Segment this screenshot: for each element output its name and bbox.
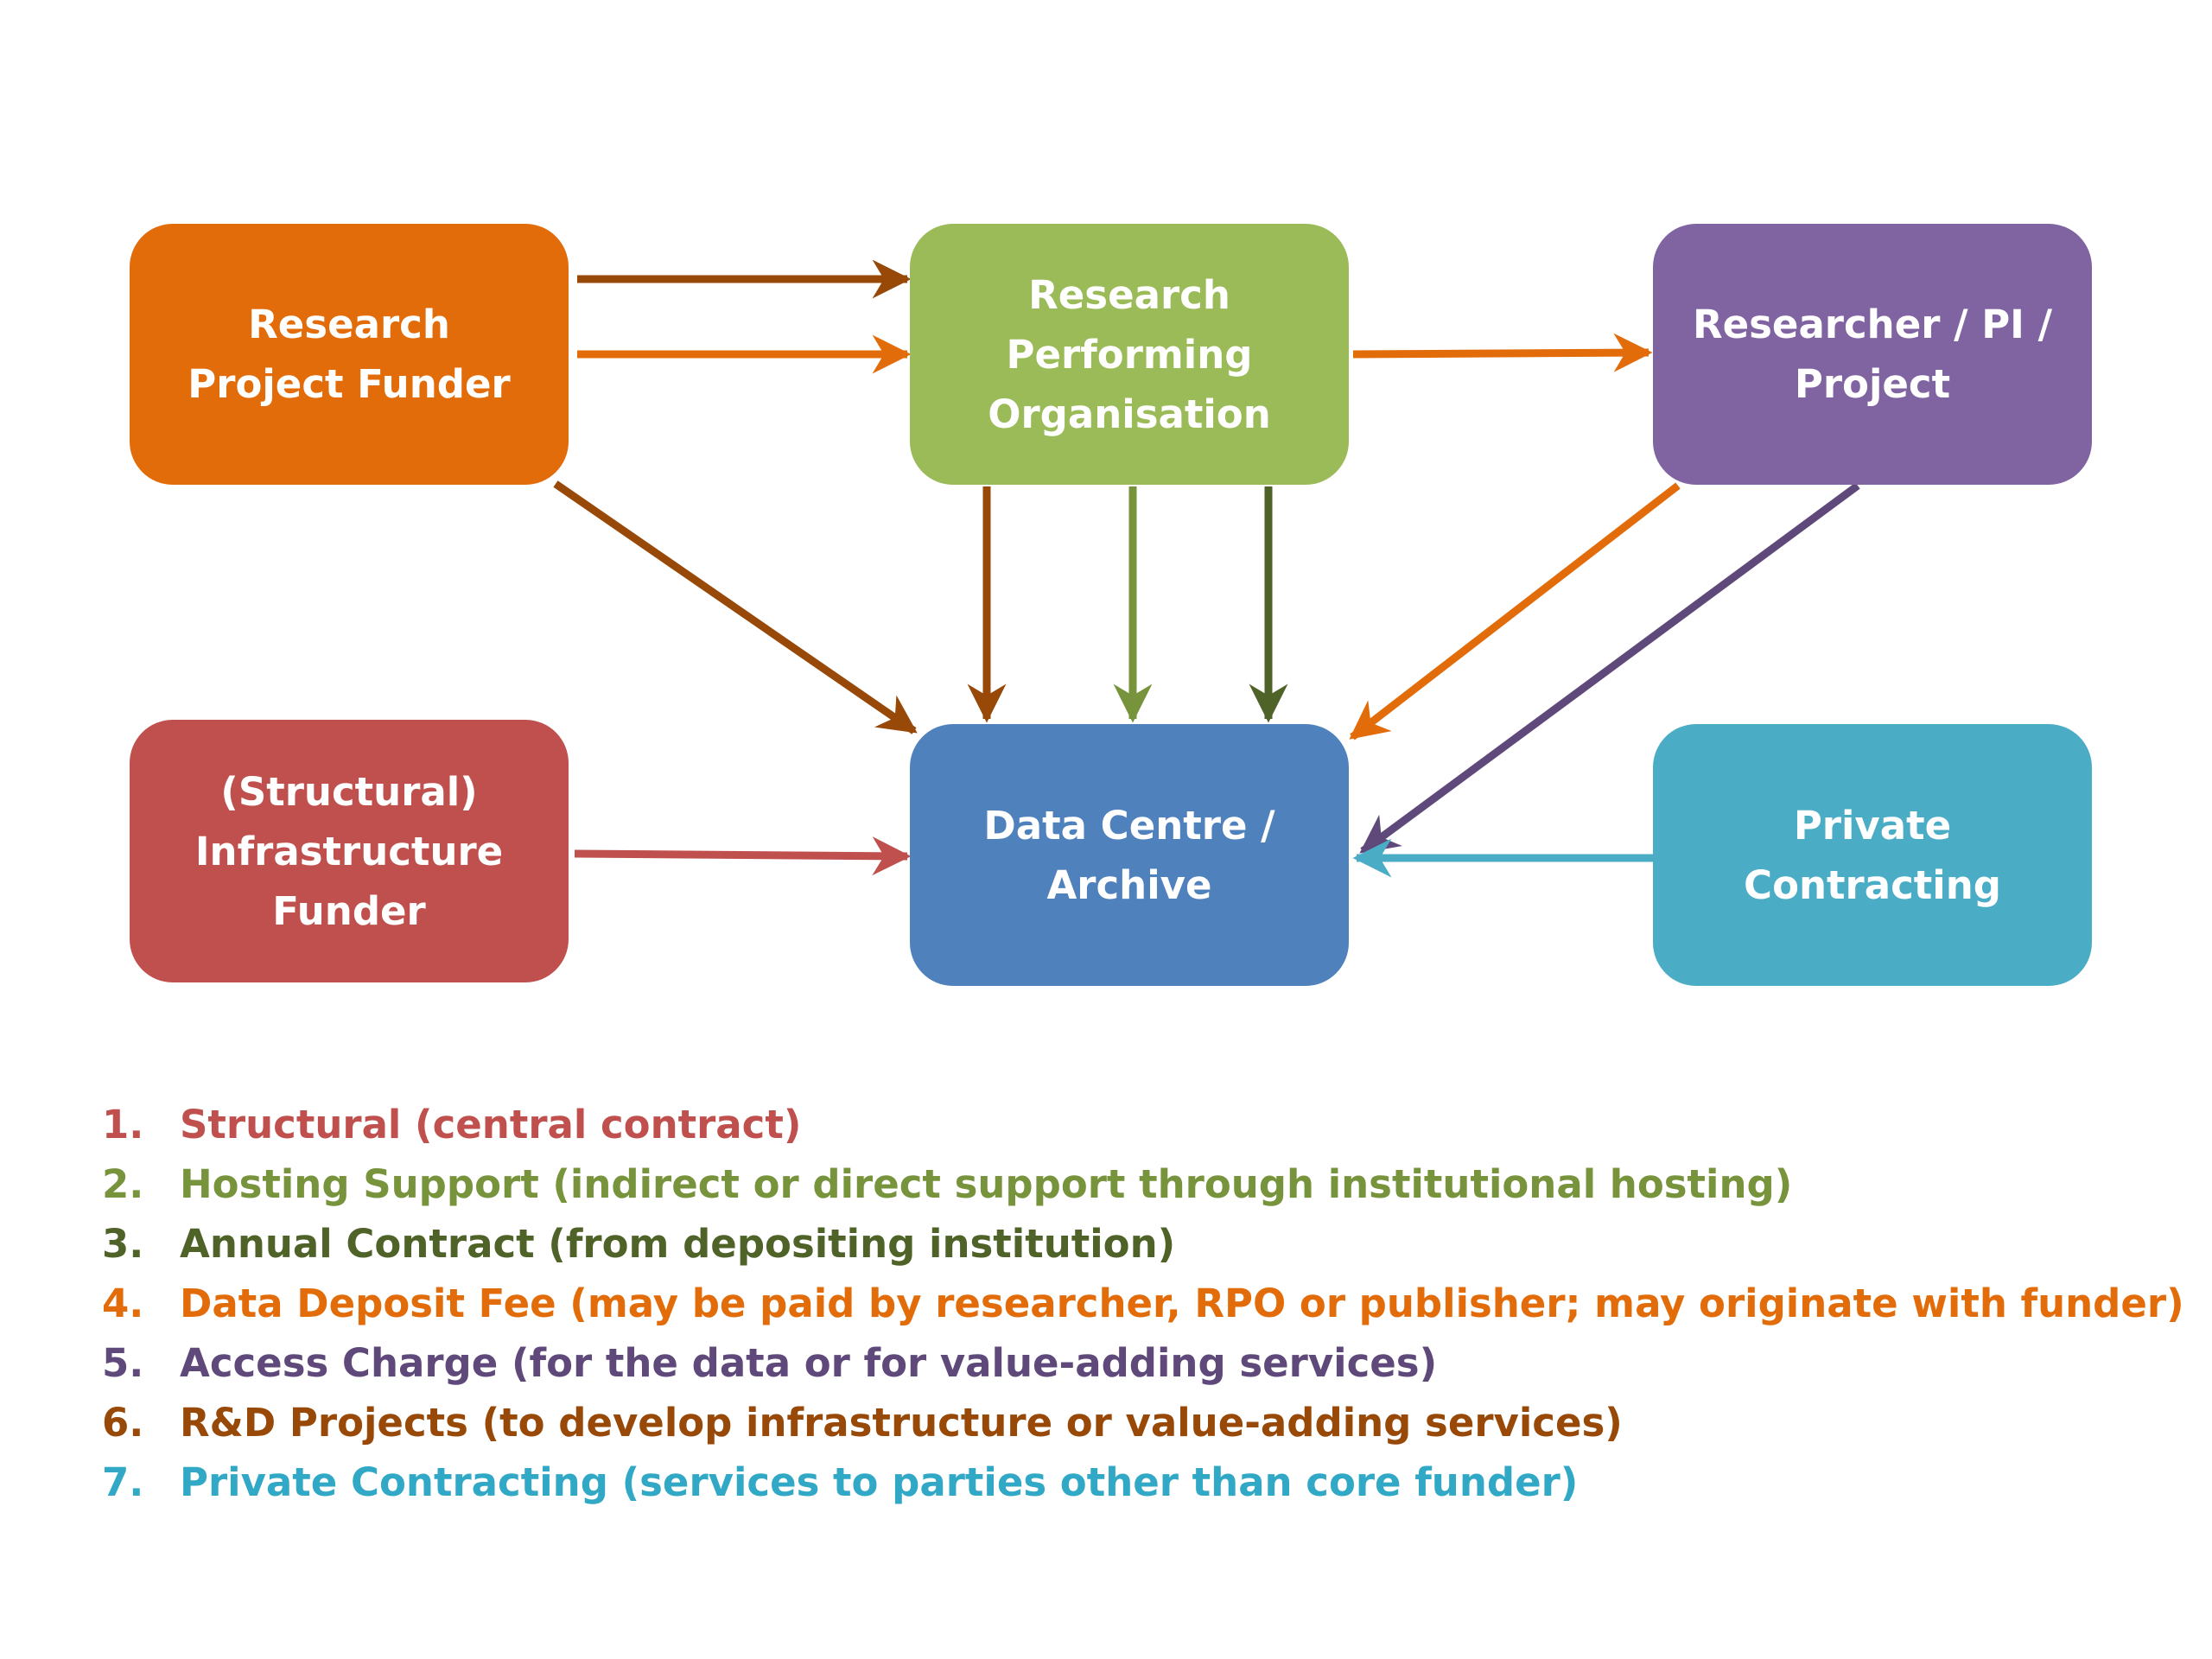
legend-text: Structural (central contract) [180,1102,802,1147]
legend-text: Private Contracting (services to parties… [180,1459,1579,1505]
legend-item: 2. Hosting Support (indirect or direct s… [102,1154,2158,1214]
legend-text: Hosting Support (indirect or direct supp… [180,1161,1793,1207]
legend-item: 7. Private Contracting (services to part… [102,1452,2158,1512]
legend-list: 1. Structural (central contract) 2. Host… [102,1095,2184,1512]
legend-number: 7. [102,1459,144,1505]
node-private-contracting: Private Contracting [1653,724,2092,986]
arrow-sif-to-dc-structural [574,836,912,876]
legend-number: 2. [102,1161,144,1207]
legend-number: 4. [102,1281,144,1326]
arrow-pi-to-dc-deposit [1349,482,1681,741]
legend-item: 1. Structural (central contract) [102,1095,2158,1154]
node-researcher-pi-project: Researcher / PI / Project [1653,224,2092,485]
legend-text: Annual Contract (from depositing institu… [180,1221,1176,1267]
legend-item: 3. Annual Contract (from depositing inst… [102,1214,2158,1274]
node-data-centre-archive: Data Centre / Archive [910,724,1349,986]
node-research-project-funder: Research Project Funder [130,224,569,485]
node-label: (Structural) Infrastructure Funder [194,768,504,934]
node-structural-infrastructure-funder: (Structural) Infrastructure Funder [130,720,569,982]
node-label: Research Performing Organisation [988,271,1271,437]
legend-item: 5. Access Charge (for the data or for va… [102,1333,2158,1393]
legend-text: R&D Projects (to develop infrastructure … [180,1400,1623,1446]
legend-number: 3. [102,1221,144,1267]
node-research-performing-organisation: Research Performing Organisation [910,224,1349,485]
legend-number: 1. [102,1102,144,1147]
legend-number: 6. [102,1400,144,1446]
node-label: Researcher / PI / Project [1692,302,2053,407]
node-label: Research Project Funder [188,302,511,407]
legend-item: 4. Data Deposit Fee (may be paid by rese… [102,1274,2184,1333]
node-label: Private Contracting [1744,802,2001,908]
legend-number: 5. [102,1340,144,1386]
legend-text: Data Deposit Fee (may be paid by researc… [180,1281,2184,1326]
node-label: Data Centre / Archive [983,802,1275,908]
legend-text: Access Charge (for the data or for value… [180,1340,1438,1386]
legend-item: 6. R&D Projects (to develop infrastructu… [102,1393,2158,1452]
arrow-rpo-to-pi-deposit [1352,333,1653,372]
arrow-rpf-to-dc-rd [553,480,918,734]
arrow-pi-to-dc-access [1359,482,1860,855]
